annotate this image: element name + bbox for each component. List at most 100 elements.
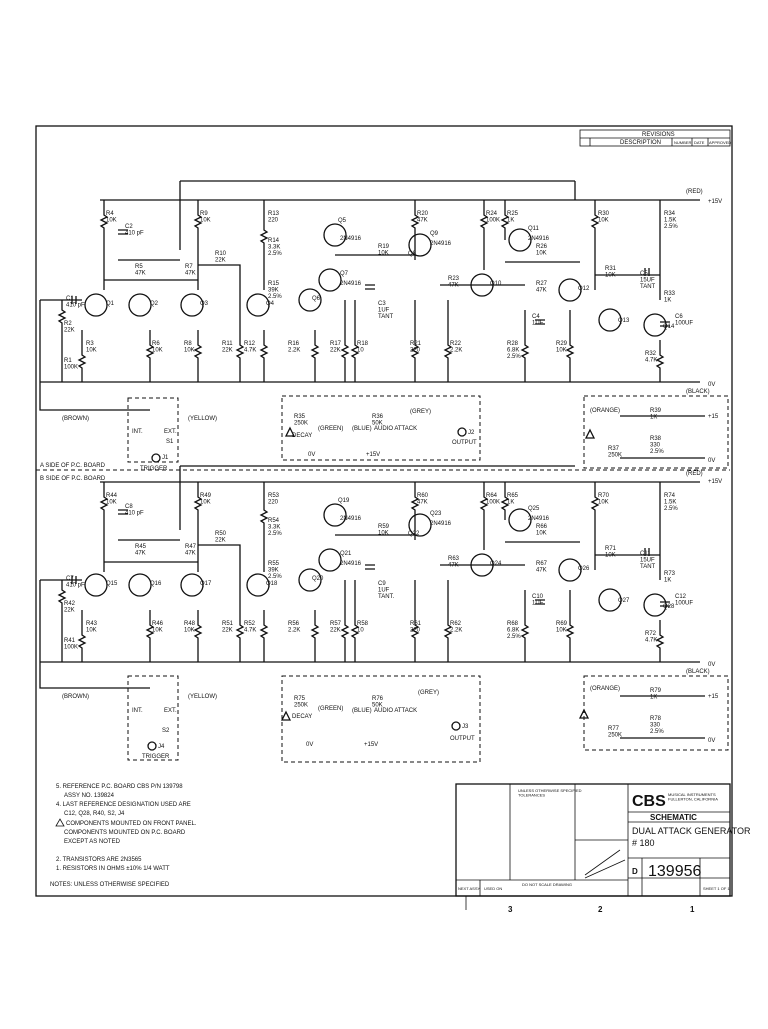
q26-label: Q26	[578, 566, 590, 572]
q7-type: 2N4916	[340, 281, 362, 287]
bottom-output-label: OUTPUT	[450, 736, 475, 742]
revisions-date: DATE	[694, 140, 705, 145]
top-trigger-jack: J1	[162, 455, 169, 461]
q3-label: Q3	[200, 301, 209, 307]
q8-label: Q8	[408, 251, 417, 257]
bottom-ext-label: EXT.	[164, 708, 177, 714]
top-gnd-color: (BLACK)	[686, 389, 710, 395]
zone-3: 3	[508, 905, 513, 914]
q4-label: Q4	[266, 301, 275, 307]
revisions-block: REVISIONS DESCRIPTION NUMBER DATE APPROV…	[579, 129, 731, 147]
bottom-decay-ground-icon	[280, 710, 292, 721]
do-not-scale: DO NOT SCALE DRAWING	[522, 882, 572, 887]
q23-type: 2N4916	[430, 521, 452, 527]
revisions-header: REVISIONS	[642, 132, 675, 138]
q19-type: 2N4916	[340, 516, 362, 522]
company-logo: CBS	[632, 793, 666, 810]
drawing-frame	[35, 125, 733, 897]
board-side-b: B SIDE OF P.C. BOARD	[40, 476, 106, 482]
q11-type: 2N4916	[528, 236, 550, 242]
drawing-number: 139956	[648, 863, 701, 880]
top-switch-panel	[127, 397, 179, 463]
q11-label: Q11	[528, 226, 540, 232]
top-audio-attack-label: AUDIO ATTACK	[374, 426, 417, 432]
top-yellow-wire: (YELLOW)	[188, 416, 217, 422]
top-pos-label: +15V	[708, 199, 722, 205]
note-line-6: COMPONENTS MOUNTED ON P.C. BOARD	[64, 830, 186, 836]
size-code: D	[632, 867, 638, 876]
bottom-pos-label: +15V	[708, 479, 722, 485]
q5-type: 2N4916	[340, 236, 362, 242]
top-decay-label: DECAY	[292, 433, 312, 439]
q24-label: Q24	[490, 561, 502, 567]
top-trigger-label: TRIGGER	[140, 466, 168, 472]
top-trigger-jack-icon	[151, 453, 161, 463]
top-attack-generator-circuit: (RED) +15V (BLACK) 0V	[39, 180, 729, 472]
bottom-switch-label: S2	[162, 728, 170, 734]
zone-1: 1	[690, 905, 695, 914]
note-triangle-icon	[55, 818, 65, 827]
note-line-9: 1. RESISTORS IN OHMS ±10% 1/4 WATT	[56, 866, 170, 872]
bottom-blue-wire: (BLUE)	[352, 708, 372, 714]
bottom-grey-wire: (GREY)	[418, 690, 439, 696]
q15-label: Q15	[106, 581, 118, 587]
q9-type: 2N4916	[430, 241, 452, 247]
q23-label: Q23	[430, 511, 442, 517]
bottom-orange-wire: (ORANGE)	[590, 686, 620, 692]
drawing-title-number: # 180	[632, 838, 655, 848]
revisions-description: DESCRIPTION	[620, 140, 661, 146]
bottom-output-level-panel	[583, 675, 729, 751]
bottom-gnd-color: (BLACK)	[686, 669, 710, 675]
zone-2: 2	[598, 905, 603, 914]
drawing-title: DUAL ATTACK GENERATOR	[632, 826, 751, 836]
q13-label: Q13	[618, 318, 630, 324]
bottom-brown-wire: (BROWN)	[62, 694, 89, 700]
note-line-7: EXCEPT AS NOTED	[64, 839, 121, 845]
bottom-trigger-jack-icon	[147, 741, 157, 751]
notes-block: 5. REFERENCE P.C. BOARD CBS P/N 139798 A…	[50, 784, 197, 888]
